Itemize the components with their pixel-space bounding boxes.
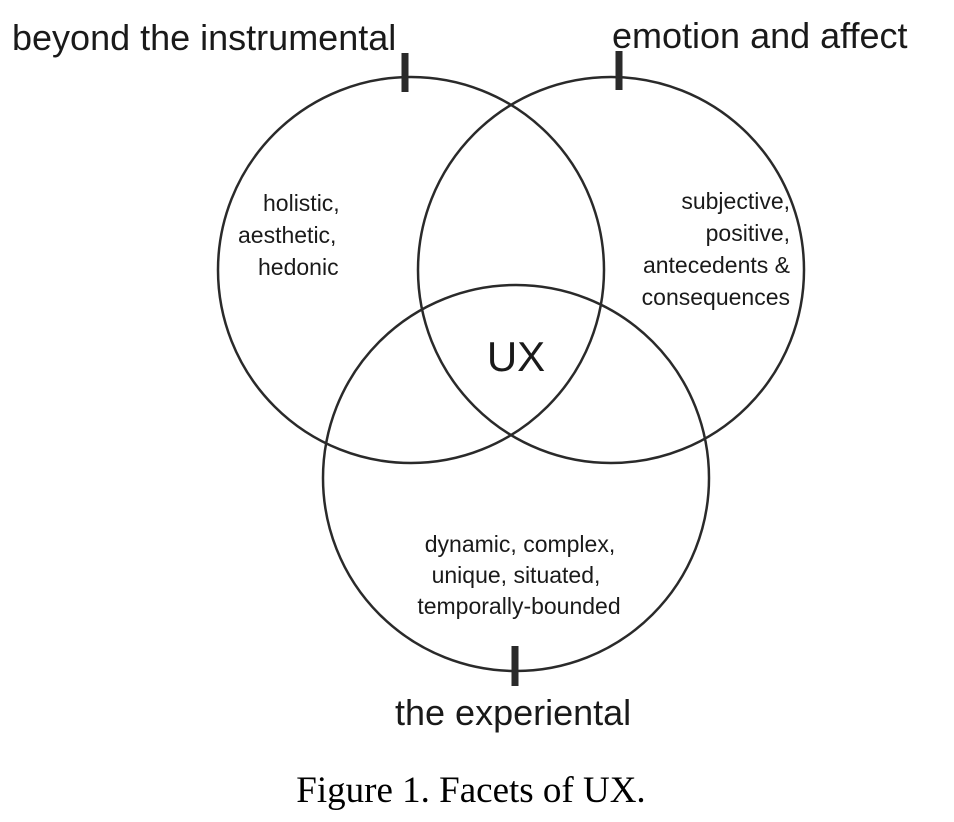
region-line: subjective, [681, 188, 790, 214]
region-line: aesthetic, [238, 222, 336, 248]
region-text-emotion: subjective, positive, antecedents & cons… [642, 188, 790, 310]
center-label: UX [487, 333, 545, 380]
circle-emotion [416, 75, 806, 465]
circle-instrumental [216, 75, 606, 465]
facet-label-experiential: the experiental [395, 692, 631, 733]
region-line: temporally-bounded [417, 593, 620, 619]
region-text-experiential: dynamic, complex, unique, situated, temp… [417, 531, 620, 619]
facet-label-instrumental: beyond the instrumental [12, 17, 396, 58]
figure-caption: Figure 1. Facets of UX. [296, 770, 645, 811]
region-line: positive, [706, 220, 790, 246]
region-text-instrumental: holistic, aesthetic, hedonic [238, 190, 340, 280]
region-line: holistic, [263, 190, 340, 216]
region-line: unique, situated, [432, 562, 601, 588]
facet-label-emotion: emotion and affect [612, 15, 908, 56]
region-line: hedonic [258, 254, 339, 280]
region-line: consequences [642, 284, 790, 310]
region-line: antecedents & [643, 252, 790, 278]
region-line: dynamic, complex, [425, 531, 615, 557]
